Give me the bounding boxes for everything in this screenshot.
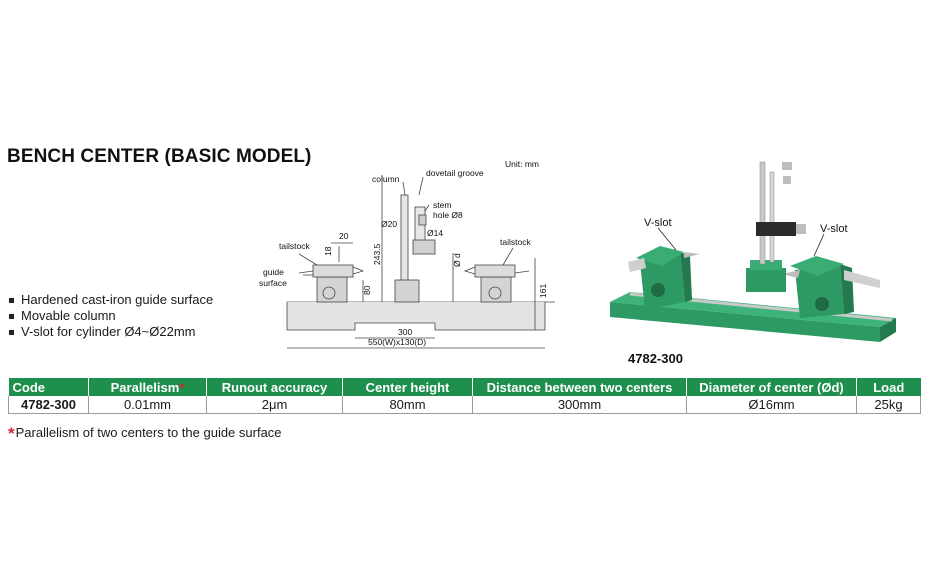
- dim-550-label: 550(W)x130(D): [368, 337, 426, 347]
- cell-center-height: 80mm: [342, 396, 473, 414]
- dim-300-label: 300: [398, 327, 412, 337]
- unit-label: Unit: mm: [505, 159, 539, 169]
- page-title: BENCH CENTER (BASIC MODEL): [7, 146, 312, 167]
- cell-diameter: Ø16mm: [686, 396, 857, 414]
- header-runout: Runout accuracy: [206, 378, 343, 396]
- feature-item: Movable column: [8, 308, 213, 324]
- dim-80-label: 80: [362, 285, 372, 295]
- header-parallelism: Parallelism*: [88, 378, 207, 396]
- dim-243-5-label: 243.5: [372, 243, 382, 265]
- header-diameter: Diameter of center (Ød): [686, 378, 857, 396]
- table-row: 4782-300 0.01mm 2μm 80mm 300mm Ø16mm 25k…: [8, 396, 921, 414]
- dim-20-label: 20: [339, 231, 349, 241]
- footnote-text: Parallelism of two centers to the guide …: [15, 425, 282, 440]
- cell-runout: 2μm: [206, 396, 343, 414]
- v-slot-left-label: V-slot: [644, 217, 672, 229]
- model-number: 4782-300: [628, 351, 683, 366]
- stem-label: stem: [433, 200, 451, 210]
- header-distance: Distance between two centers: [472, 378, 687, 396]
- header-center-height: Center height: [342, 378, 473, 396]
- cell-load: 25kg: [856, 396, 921, 414]
- header-code: Code: [8, 378, 89, 396]
- feature-item: V-slot for cylinder Ø4~Ø22mm: [8, 324, 213, 340]
- surface-label: surface: [259, 278, 287, 288]
- feature-list: Hardened cast-iron guide surface Movable…: [8, 292, 213, 340]
- cell-parallelism: 0.01mm: [88, 396, 207, 414]
- header-load: Load: [856, 378, 921, 396]
- phi20-label: Ø20: [381, 219, 397, 229]
- tailstock-right-label: tailstock: [500, 237, 531, 247]
- spec-table: Code Parallelism* Runout accuracy Center…: [8, 378, 921, 414]
- hole-label: hole Ø8: [433, 210, 463, 220]
- technical-drawing: Unit: mm column dovetail groove stem hol…: [259, 159, 555, 349]
- footnote: *Parallelism of two centers to the guide…: [8, 422, 282, 443]
- column-label: column: [372, 174, 400, 184]
- asterisk-icon: *: [179, 379, 185, 395]
- asterisk-icon: *: [8, 424, 15, 443]
- tailstock-left-label: tailstock: [279, 241, 310, 251]
- dim-161-label: 161: [538, 284, 548, 298]
- feature-item: Hardened cast-iron guide surface: [8, 292, 213, 308]
- v-slot-right-label: V-slot: [820, 223, 848, 235]
- phi-d-label: Ø d: [452, 253, 462, 267]
- cell-distance: 300mm: [472, 396, 687, 414]
- product-photo: V-slot V-slot: [610, 161, 896, 342]
- dim-18-label: 18: [323, 246, 333, 256]
- dovetail-label: dovetail groove: [426, 168, 484, 178]
- cell-code: 4782-300: [8, 396, 89, 414]
- phi14-label: Ø14: [427, 228, 443, 238]
- table-header-row: Code Parallelism* Runout accuracy Center…: [8, 378, 921, 396]
- guide-label: guide: [263, 267, 284, 277]
